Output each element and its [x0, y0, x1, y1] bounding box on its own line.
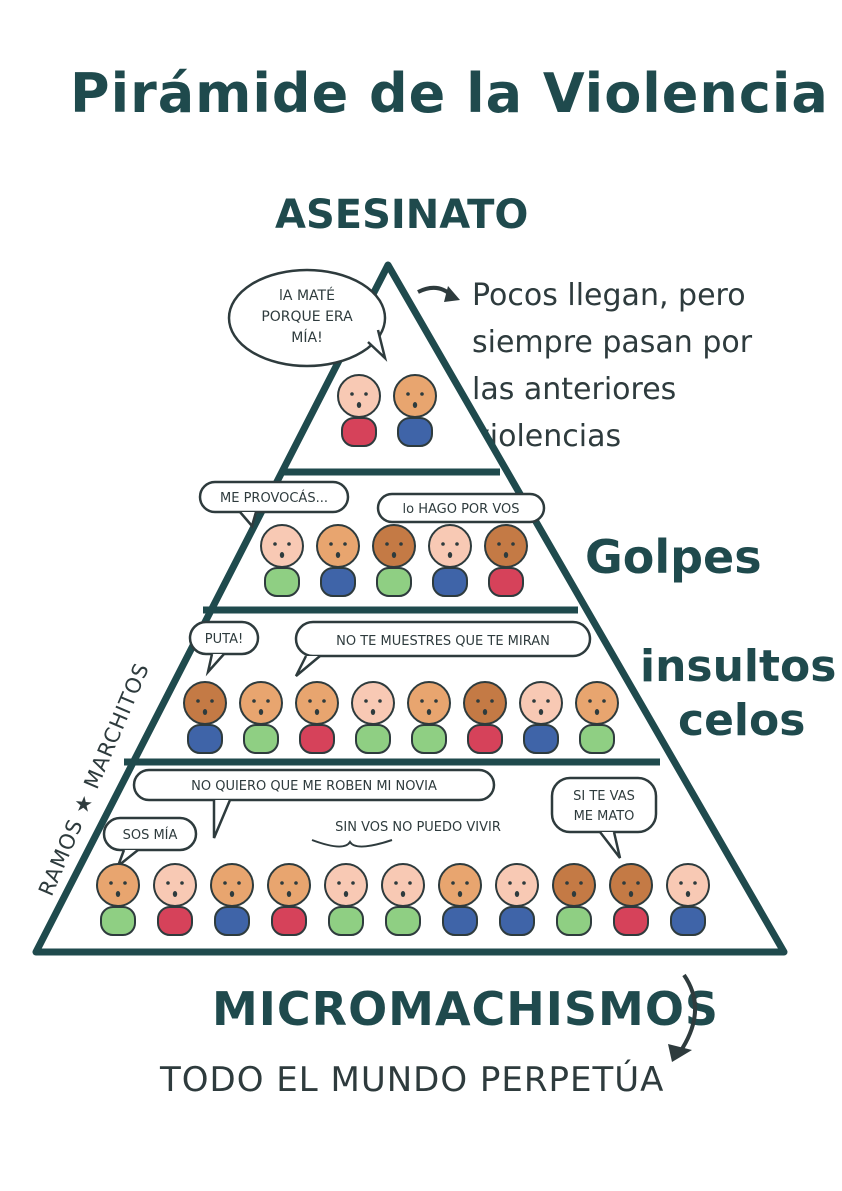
speech-text: ME MATO [574, 809, 635, 824]
top-annotation-line: siempre pasan por [472, 325, 753, 360]
speech-bubble: NO QUIERO QUE ME ROBEN MI NOVIA [132, 768, 496, 839]
speech-bubble: PUTA! [188, 620, 260, 677]
speech-text: lA MATÉ [279, 287, 335, 304]
person-figure [153, 863, 197, 936]
person-figure [210, 863, 254, 936]
person-figure [260, 524, 304, 597]
people-layer [96, 374, 710, 936]
person-figure [267, 863, 311, 936]
level-label-micromachismos: MICROMACHISMOS [212, 982, 720, 1036]
speech-text: PORQUE ERA [261, 309, 353, 325]
person-figure [96, 863, 140, 936]
level-label-insultos: insultos [640, 641, 837, 692]
person-figure [495, 863, 539, 936]
person-figure [372, 524, 416, 597]
level-label-asesinato: ASESINATO [275, 192, 529, 238]
arrowhead-icon [444, 286, 460, 302]
person-figure [463, 681, 507, 754]
person-figure [351, 681, 395, 754]
person-figure [183, 681, 227, 754]
level-label-golpes: Golpes [585, 530, 762, 584]
person-figure [316, 524, 360, 597]
speech-text: ME PROVOCÁS... [220, 490, 328, 506]
person-figure [393, 374, 437, 447]
top-annotation: Pocos llegan, pero siempre pasan por las… [472, 272, 752, 460]
person-figure [239, 681, 283, 754]
speech-bubble: SOS MÍA [102, 816, 198, 870]
speech-text: SIN VOS NO PUEDO VIVIR [335, 820, 501, 835]
person-figure [295, 681, 339, 754]
level-label-insultos-celos: insultos celos [640, 640, 836, 748]
speech-text: PUTA! [205, 632, 243, 647]
person-figure [337, 374, 381, 447]
person-figure [324, 863, 368, 936]
speech-label: SIN VOS NO PUEDO VIVIR [311, 820, 501, 848]
speech-text: NO TE MUESTRES QUE TE MIRAN [336, 634, 550, 649]
level-label-celos: celos [678, 695, 806, 746]
person-figure [407, 681, 451, 754]
top-annotation-line: Pocos llegan, pero [472, 278, 746, 313]
person-figure [438, 863, 482, 936]
speech-text: NO QUIERO QUE ME ROBEN MI NOVIA [191, 779, 437, 794]
arrowhead-icon [668, 1044, 692, 1062]
person-figure [666, 863, 710, 936]
speech-bubble: SI TE VAS ME MATO [550, 776, 658, 859]
top-annotation-line: las anteriores [472, 372, 677, 407]
person-figure [484, 524, 528, 597]
speech-bubble: lA MATÉ PORQUE ERA MÍA! [227, 268, 388, 368]
page-title: Pirámide de la Violencia [70, 62, 829, 125]
arrow-icon [678, 973, 697, 1054]
speech-bubble: NO TE MUESTRES QUE TE MIRAN [294, 620, 592, 677]
person-figure [519, 681, 563, 754]
person-figure [575, 681, 619, 754]
person-figure [381, 863, 425, 936]
speech-text: lo HAGO POR VOS [403, 502, 520, 517]
speech-bubble: lo HAGO POR VOS [376, 492, 546, 524]
speech-text: MÍA! [291, 329, 322, 346]
person-figure [552, 863, 596, 936]
speech-text: SI TE VAS [573, 789, 635, 804]
bottom-annotation: TODO EL MUNDO PERPETÚA [160, 1060, 665, 1100]
speech-text: SOS MÍA [123, 827, 178, 843]
person-figure [428, 524, 472, 597]
person-figure [609, 863, 653, 936]
speech-bubble: ME PROVOCÁS... [198, 480, 350, 529]
